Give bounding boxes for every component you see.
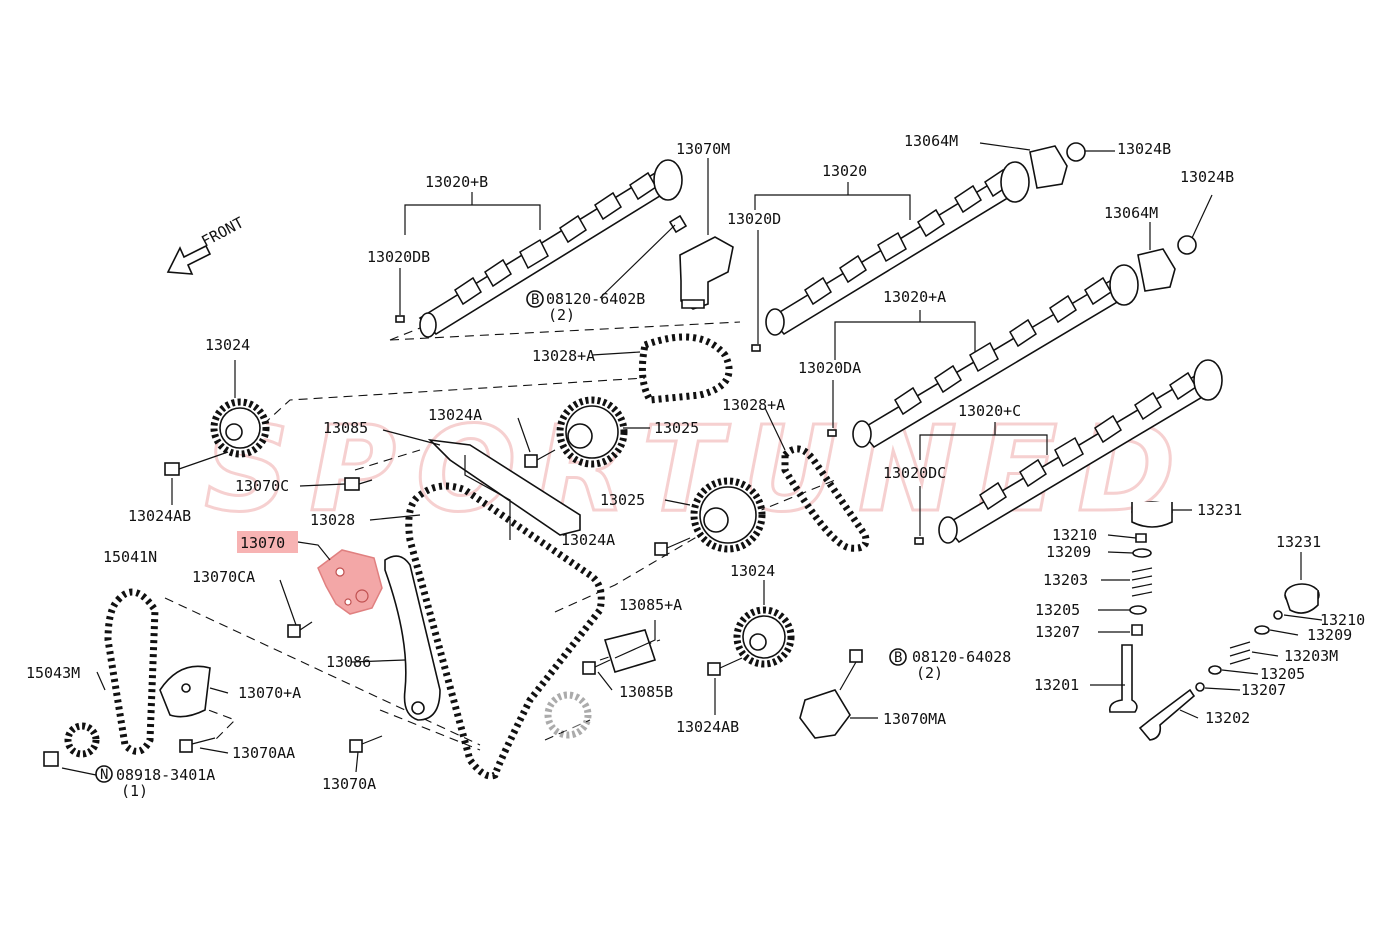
- label-13202: 13202: [1205, 709, 1250, 727]
- tensioner-arm-13086: [384, 555, 441, 721]
- nut-n-icon: N: [100, 767, 108, 783]
- label-13085A: 13085+A: [619, 596, 682, 614]
- label-13028: 13028: [310, 511, 355, 529]
- label-15043M: 15043M: [26, 664, 80, 682]
- label-13024B-top: 13024B: [1117, 140, 1171, 158]
- label-13203: 13203: [1043, 571, 1088, 589]
- guide-13085A: [603, 620, 657, 673]
- label-13207-b: 13207: [1241, 681, 1286, 699]
- chain-13028A-middle: [781, 445, 870, 552]
- label-13070AA: 13070AA: [232, 744, 295, 762]
- label-13025-mid: 13025: [600, 491, 645, 509]
- label-13086: 13086: [326, 653, 371, 671]
- label-13020DC: 13020DC: [883, 464, 946, 482]
- label-13020C: 13020+C: [958, 402, 1021, 420]
- label-13205-a: 13205: [1035, 601, 1080, 619]
- chain-tensioner-13070: [317, 549, 383, 615]
- label-13028A-mid: 13028+A: [722, 396, 785, 414]
- label-13020: 13020: [822, 162, 867, 180]
- label-08120-b: 08120-64028: [912, 648, 1011, 666]
- bolt-b-icon: B: [531, 292, 539, 308]
- label-13070CA: 13070CA: [192, 568, 255, 586]
- camshaft-13020C: [938, 359, 1223, 544]
- label-08918-qty: (1): [121, 782, 148, 800]
- label-13024AB-left: 13024AB: [128, 507, 191, 525]
- valve-train: [1108, 501, 1320, 741]
- label-13064M-mid: 13064M: [1104, 204, 1158, 222]
- label-13025-top: 13025: [654, 419, 699, 437]
- label-13024-left: 13024: [205, 336, 250, 354]
- label-13070: 13070: [240, 534, 285, 552]
- chain-15041N: [104, 588, 159, 755]
- bolts: [43, 449, 863, 767]
- label-13203M: 13203M: [1284, 647, 1338, 665]
- label-brackets: [404, 182, 1048, 460]
- label-13024AB-mid: 13024AB: [676, 718, 739, 736]
- label-13070A-plus: 13070+A: [238, 684, 301, 702]
- chain-guide-13070MA: [799, 689, 851, 739]
- label-13024-mid: 13024: [730, 562, 775, 580]
- label-08918: 08918-3401A: [116, 766, 215, 784]
- sprocket-13025-lower: [690, 477, 766, 553]
- label-13085B: 13085B: [619, 683, 673, 701]
- sprocket-13024-middle: [733, 606, 795, 668]
- label-13020DB: 13020DB: [367, 248, 430, 266]
- label-15041N: 15041N: [103, 548, 157, 566]
- chain-13028A-upper: [638, 333, 733, 404]
- sprocket-15043M: [64, 722, 100, 758]
- front-label: FRONT: [198, 213, 246, 250]
- part-13070-highlight: [237, 531, 298, 553]
- label-13205-b: 13205: [1260, 665, 1305, 683]
- label-13209-b: 13209: [1307, 626, 1352, 644]
- label-13070MA: 13070MA: [883, 710, 946, 728]
- label-13070C: 13070C: [235, 477, 289, 495]
- label-13231-b: 13231: [1276, 533, 1321, 551]
- sprocket-crankshaft-faded: [544, 691, 592, 739]
- camshaft-13020: [765, 161, 1030, 336]
- circled-symbols: B B N: [95, 290, 907, 783]
- leader-lines: [61, 351, 1323, 776]
- label-13085: 13085: [323, 419, 368, 437]
- label-08120-b-qty: (2): [916, 664, 943, 682]
- label-13210-b: 13210: [1320, 611, 1365, 629]
- dowel-pins: [395, 230, 924, 545]
- label-13070M: 13070M: [676, 140, 730, 158]
- part-labels: 13070M 13020+B 13020DB 08120-6402B (2) 1…: [26, 132, 1365, 800]
- label-13028A-top: 13028+A: [532, 347, 595, 365]
- label-13020D: 13020D: [727, 210, 781, 228]
- guide-13070A-plus: [159, 665, 211, 718]
- camshaft-13020A: [852, 264, 1139, 449]
- cam-end-plates: [979, 142, 1213, 292]
- sprocket-13024-left: [210, 398, 270, 458]
- label-13209-a: 13209: [1046, 543, 1091, 561]
- label-13207-a: 13207: [1035, 623, 1080, 641]
- chain-13028-main: [405, 482, 605, 780]
- label-13024A-mid: 13024A: [561, 531, 615, 549]
- label-13020DA: 13020DA: [798, 359, 861, 377]
- label-13024A-top: 13024A: [428, 406, 482, 424]
- label-13020A: 13020+A: [883, 288, 946, 306]
- chain-guide-13085: [427, 438, 581, 540]
- bolt-b-icon: B: [894, 650, 902, 666]
- sprocket-13025-upper: [556, 396, 628, 468]
- chain-guide-13070M: [599, 158, 734, 310]
- label-08120-a: 08120-6402B: [546, 290, 645, 308]
- front-arrow-icon: [166, 244, 212, 275]
- label-13201: 13201: [1034, 676, 1079, 694]
- label-13024B-right: 13024B: [1180, 168, 1234, 186]
- dashed-reference-lines: [164, 321, 836, 751]
- label-13231-a: 13231: [1197, 501, 1242, 519]
- camshaft-13020B: [418, 159, 683, 338]
- label-13020B: 13020+B: [425, 173, 488, 191]
- label-13070A: 13070A: [322, 775, 376, 793]
- label-13210-a: 13210: [1052, 526, 1097, 544]
- label-13064M-top: 13064M: [904, 132, 958, 150]
- watermark-text: SPORTUNED: [205, 400, 1196, 538]
- label-08120-a-qty: (2): [548, 306, 575, 324]
